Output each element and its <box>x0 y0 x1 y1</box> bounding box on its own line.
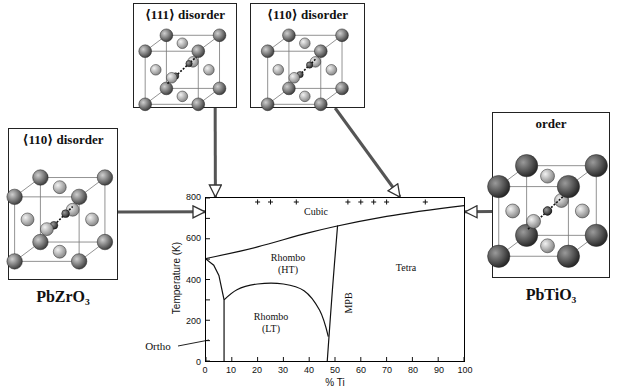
phase-label: Cubic <box>304 206 328 218</box>
compound-name: PbTiO₃ <box>493 286 609 304</box>
data-point <box>371 200 376 205</box>
data-point <box>423 200 428 205</box>
data-point <box>294 200 299 205</box>
phase-boundaries <box>206 198 464 361</box>
tick-label: 70 <box>382 365 392 375</box>
tick-label: 600 <box>186 233 201 243</box>
phase-label: Ortho <box>145 340 171 352</box>
tick-label: 30 <box>278 365 288 375</box>
tick-label: 400 <box>186 275 201 285</box>
phase-diagram-plot: CubicRhombo (HT) TetraMPB Rhombo (LT) <box>205 197 465 362</box>
arrow-connector <box>118 210 205 213</box>
crystal-cell <box>488 155 608 268</box>
box-heading: order <box>493 116 609 132</box>
tick-label: 20 <box>252 365 262 375</box>
tick-label: 10 <box>226 365 236 375</box>
data-point <box>345 200 350 205</box>
arrow-connector <box>335 108 400 197</box>
crystal-cell <box>139 29 226 111</box>
crystal-illustration <box>9 129 117 279</box>
tick-label: 40 <box>304 365 314 375</box>
structure-box: ⟨111⟩ disorder <box>133 3 237 108</box>
tick-label: 0 <box>202 365 207 375</box>
data-point <box>384 200 389 205</box>
tick-label: 80 <box>408 365 418 375</box>
tick-label: 0 <box>196 357 201 367</box>
data-point <box>268 200 273 205</box>
structure-box: ⟨110⟩ disorderPbZrO₃ <box>8 128 118 280</box>
phase-boundary <box>206 259 224 361</box>
phase-label: Rhombo (HT) <box>265 252 311 276</box>
phase-label: Tetra <box>396 262 416 274</box>
tick-label: 50 <box>330 365 340 375</box>
crystal-cell <box>261 29 348 111</box>
arrow-connector <box>214 108 217 197</box>
phase-boundary <box>327 226 337 361</box>
data-point <box>358 200 363 205</box>
box-heading: ⟨110⟩ disorder <box>251 7 364 23</box>
crystal-cell <box>7 170 113 269</box>
tick-label: 60 <box>356 365 366 375</box>
axis-title: % Ti <box>325 377 344 388</box>
tick-label: 90 <box>434 365 444 375</box>
tick-label: 200 <box>186 316 201 326</box>
arrow-connector <box>465 210 492 213</box>
structure-box: ⟨110⟩ disorder <box>250 3 365 108</box>
phase-label: MPB <box>343 292 355 313</box>
structure-box: orderPbTiO₃ <box>492 112 610 278</box>
compound-name: PbZrO₃ <box>9 288 117 306</box>
box-heading: ⟨110⟩ disorder <box>9 132 117 148</box>
crystal-illustration <box>493 113 609 277</box>
data-point <box>255 200 260 205</box>
box-heading: ⟨111⟩ disorder <box>134 7 236 23</box>
axis-title: Temperature (K) <box>171 242 182 314</box>
phase-boundary <box>224 283 328 336</box>
phase-label: Rhombo (LT) <box>248 311 294 335</box>
tick-label: 100 <box>457 365 472 375</box>
tick-label: 800 <box>186 192 201 202</box>
